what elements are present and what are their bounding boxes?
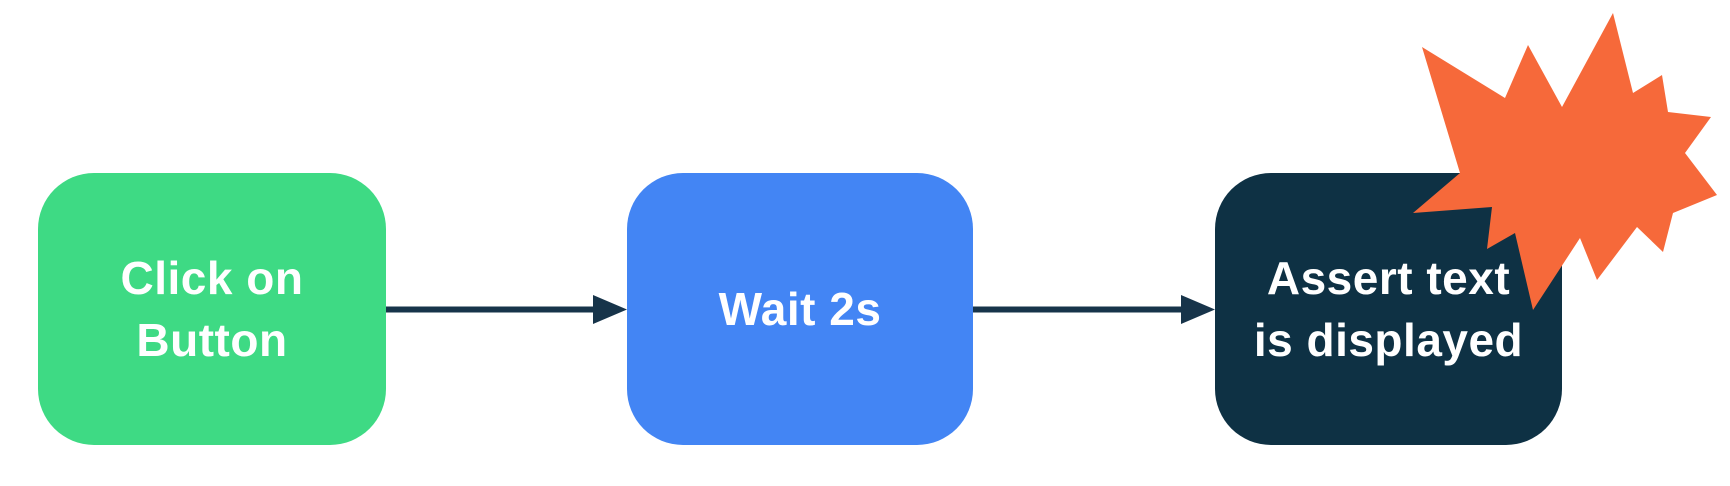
arrow-wait-to-assert: [973, 295, 1215, 324]
label-line: Wait 2s: [718, 283, 882, 335]
arrow-click-to-wait: [386, 295, 627, 324]
label-line: is displayed: [1253, 314, 1524, 366]
flow-step-label: Wait 2s: [719, 278, 882, 340]
flow-step-label: Assert text is displayed: [1254, 247, 1523, 371]
flow-step-wait-2s[interactable]: Wait 2s: [627, 173, 973, 445]
flow-step-label: Click on Button: [121, 247, 304, 371]
label-line: Button: [136, 314, 288, 366]
flow-step-assert-text-is-displayed[interactable]: Assert text is displayed: [1215, 173, 1562, 445]
label-line: Click on: [120, 252, 304, 304]
arrowhead-icon: [1181, 295, 1215, 324]
flow-step-click-on-button[interactable]: Click on Button: [38, 173, 386, 445]
arrowhead-icon: [593, 295, 627, 324]
label-line: Assert text: [1266, 252, 1511, 304]
